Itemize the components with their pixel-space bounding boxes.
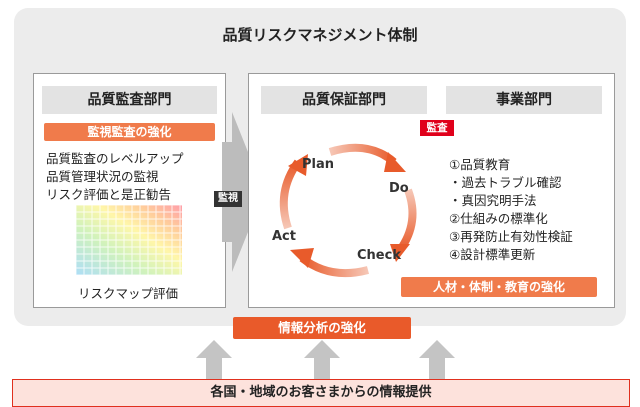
arrowhead-check-act-icon <box>290 248 314 268</box>
pdca-cycle <box>279 143 417 278</box>
left-line-1: 品質監査のレベルアップ <box>46 151 184 166</box>
customer-info-bar: 各国・地域のお客さまからの情報提供 <box>12 379 630 407</box>
arc-act-plan <box>279 159 302 230</box>
quality-audit-heading: 品質監査部門 <box>42 86 217 114</box>
quality-audit-panel: 品質監査部門 監視監査の強化 品質監査のレベルアップ 品質管理状況の監視 リスク… <box>33 73 226 308</box>
up-arrow-center-icon <box>304 340 340 380</box>
monitor-arrow-icon <box>222 112 264 272</box>
info-analysis-bar: 情報分析の強化 <box>233 317 411 339</box>
item-6: ④設計標準更新 <box>449 247 536 262</box>
cycle-act: Act <box>272 229 296 244</box>
monitoring-audit-tag: 監視監査の強化 <box>44 123 215 141</box>
cycle-do: Do <box>389 181 409 196</box>
left-line-3: リスク評価と是正勧告 <box>46 187 172 202</box>
arrowhead-do-check-icon <box>390 244 410 262</box>
arrowhead-act-plan-icon <box>288 154 308 176</box>
up-arrow-right-icon <box>419 340 455 380</box>
item-3: ・真因究明手法 <box>449 193 537 208</box>
qa-heading: 品質保証部門 <box>261 86 427 114</box>
item-1: ①品質教育 <box>449 157 511 172</box>
item-4: ②仕組みの標準化 <box>449 211 548 226</box>
up-arrow-left-icon <box>196 340 232 380</box>
left-line-2: 品質管理状況の監視 <box>46 169 159 184</box>
capability-tag: 人材・体制・教育の強化 <box>401 277 597 297</box>
monitor-label: 監視 <box>214 191 242 207</box>
arc-do-check <box>396 188 417 253</box>
risk-map-image <box>76 205 182 275</box>
qa-business-panel: 品質保証部門 事業部門 監査 ①品質教育 ・過去トラブル確認 ・真因究明手法 ②… <box>248 73 615 308</box>
audit-tag: 監査 <box>420 120 454 136</box>
cycle-plan: Plan <box>302 157 335 172</box>
business-heading: 事業部門 <box>446 86 602 114</box>
item-5: ③再発防止有効性検証 <box>449 229 573 244</box>
arc-plan-do <box>328 143 397 166</box>
item-2: ・過去トラブル確認 <box>449 175 562 190</box>
diagram-title: 品質リスクマネジメント体制 <box>222 26 418 44</box>
arrowhead-plan-do-icon <box>384 152 406 172</box>
cycle-check: Check <box>357 248 401 263</box>
risk-map-caption: リスクマップ評価 <box>78 286 179 301</box>
